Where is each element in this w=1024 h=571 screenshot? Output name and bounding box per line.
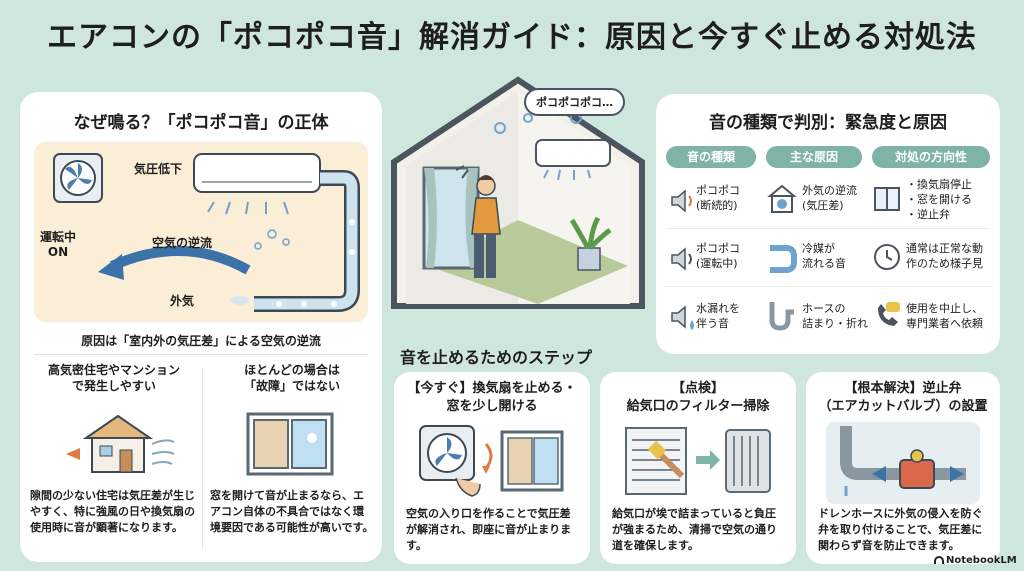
step-2-title: 【点検】 給気口のフィルター掃除	[626, 381, 770, 414]
cause-heading: なぜ鳴る？「ポコポコ音」の正体	[73, 113, 329, 133]
row-divider	[666, 228, 990, 229]
row-divider	[666, 286, 990, 287]
room-illustration: ポコポコポコ…	[388, 70, 650, 310]
window-icon	[874, 187, 900, 211]
running-label: 運転中 ON	[40, 230, 77, 259]
backflow-diagram	[53, 153, 360, 312]
room-scene	[391, 76, 645, 309]
sound-bubble-text: ポコポコポコ…	[536, 96, 613, 109]
backflow-illustration: 気圧低下 運転中 ON 空気の逆流 外気	[34, 142, 368, 322]
check-valve-icon	[826, 422, 980, 504]
speaker-icon	[671, 189, 692, 213]
step-card-1: 【今すぐ】換気扇を止める・ 窓を少し開ける 空気の入り口を作ることで気圧差が解消…	[394, 372, 590, 564]
phone-icon	[878, 302, 900, 326]
row2-sound: ポコポコ (運転中)	[696, 242, 740, 270]
page-title: エアコンの「ポコポコ音」解消ガイド：原因と今すぐ止める対処法	[47, 20, 977, 55]
column-header-cause: 主な原因	[766, 146, 862, 168]
not-broken-desc: 窓を開けて音が止まるなら、エアコン自体の不具合ではなく環境要因である可能性が高い…	[210, 489, 374, 534]
fan-window-icon	[419, 425, 564, 497]
exhaust-fan-icon	[53, 153, 103, 203]
pressure-label: 気圧低下	[134, 162, 183, 176]
row3-sound: 水漏れを 伴う音	[696, 302, 740, 330]
row3-action: 使用を中止し、 専門業者へ依頼	[906, 302, 983, 330]
not-broken-box: ほとんどの場合は 「故障」ではない 窓を開けて音が止まるなら、エアコン自体の不具…	[210, 362, 374, 554]
step-3-desc: ドレンホースに外気の侵入を防ぐ弁を取り付けることで、気圧差に関わらず音を防止でき…	[818, 507, 983, 552]
row1-action: ・換気扇停止 ・窓を開ける ・逆止弁	[906, 178, 972, 221]
brand-label: NotebookLM	[946, 555, 1017, 566]
sound-type-card: 音の種類で判別：緊急度と原因 音の種類 主な原因 対処の方向性 ポコポコ (断続…	[656, 94, 1000, 354]
airtight-house-title: 高気密住宅やマンション で発生しやすい	[47, 363, 180, 394]
column-header-action: 対処の方向性	[872, 146, 990, 168]
row2-action: 通常は正常な動 作のため様子見	[906, 242, 983, 270]
air-conditioner-icon	[193, 153, 321, 193]
step-3-title: 【根本解決】逆止弁 （エアカットバルブ）の設置	[818, 381, 988, 414]
airtight-house-box: 高気密住宅やマンション で発生しやすい 隙間の少ない住宅は気圧差が生じやすく、特…	[30, 362, 198, 554]
notebooklm-logo: NotebookLM	[934, 555, 1017, 566]
hose-icon	[769, 302, 794, 331]
clock-icon	[874, 244, 900, 270]
box-divider	[202, 368, 203, 548]
speaker-icon	[671, 247, 692, 271]
row3-cause: ホースの 詰まり・折れ	[802, 302, 868, 330]
pipe-icon	[770, 245, 797, 273]
divider	[34, 354, 368, 355]
house-fan-icon	[767, 184, 797, 213]
step-card-2: 【点検】 給気口のフィルター掃除 給気口が埃で詰まっていると負圧が強まるため、清…	[600, 372, 796, 564]
speaker-water-icon	[671, 305, 694, 330]
sound-bubble: ポコポコポコ…	[524, 88, 625, 116]
step-card-3: 【根本解決】逆止弁 （エアカットバルブ）の設置 ドレンホースに外気の侵入を防ぐ弁…	[806, 372, 1000, 564]
house-icon	[66, 414, 175, 473]
filter-cleaning-icon	[625, 427, 771, 495]
backflow-label: 空気の逆流	[152, 236, 213, 250]
step-1-desc: 空気の入り口を作ることで気圧差が解消され、即座に音が止まります。	[406, 507, 572, 552]
open-window-icon	[246, 412, 334, 476]
step-2-desc: 給気口が埃で詰まっていると負圧が強まるため、清掃で空気の通り道を確保します。	[612, 507, 777, 552]
sound-type-heading: 音の種類で判別：緊急度と原因	[709, 113, 947, 133]
not-broken-title: ほとんどの場合は 「故障」ではない	[243, 363, 340, 394]
brand-icon	[934, 556, 944, 564]
row2-cause: 冷媒が 流れる音	[802, 242, 846, 270]
cause-card: なぜ鳴る？「ポコポコ音」の正体	[20, 92, 382, 562]
step-1-title: 【今すぐ】換気扇を止める・ 窓を少し開ける	[407, 381, 577, 414]
airtight-house-desc: 隙間の少ない住宅は気圧差が生じやすく、特に強風の日や換気扇の使用時に音が顕著にな…	[30, 489, 195, 534]
outside-air-label: 外気	[170, 294, 195, 308]
row1-sound: ポコポコ (断続的)	[696, 184, 740, 212]
row1-cause: 外気の逆流 (気圧差)	[802, 184, 857, 212]
cause-summary: 原因は「室内外の気圧差」による空気の逆流	[81, 334, 321, 348]
column-header-sound: 音の種類	[666, 146, 756, 168]
steps-heading: 音を止めるためのステップ	[400, 348, 593, 367]
